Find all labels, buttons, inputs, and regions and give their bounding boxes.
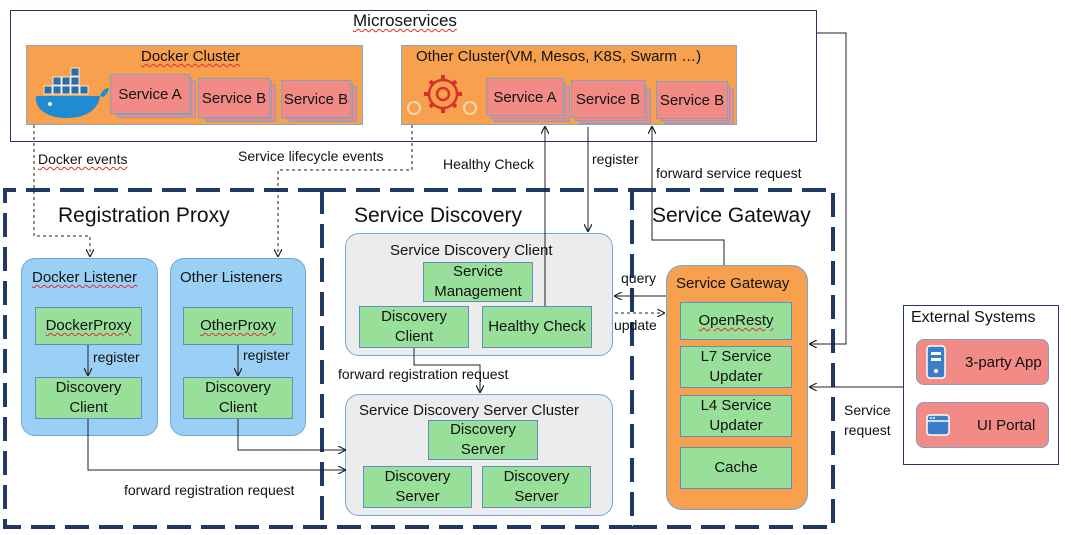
- update-label: update: [614, 317, 657, 333]
- service-management-box: Service Management: [423, 262, 533, 302]
- microservices-title: Microservices: [353, 11, 457, 30]
- service-gateway-inner-title: Service Gateway: [676, 275, 790, 292]
- register-label: register: [592, 151, 639, 167]
- other-listeners-title: Other Listeners: [180, 269, 283, 286]
- docker-events-arrow: [33, 125, 90, 256]
- query-label: query: [621, 270, 657, 286]
- service-lifecycle-events-label: Service lifecycle events: [238, 148, 384, 164]
- other-cluster-title: Other Cluster(VM, Mesos, K8S, Swarm …): [416, 48, 702, 65]
- other-proxy-box: OtherProxy: [183, 307, 293, 345]
- other-service-b-1-label: Service B: [571, 80, 645, 118]
- docker-discovery-client-box: Discovery Client: [35, 377, 142, 419]
- sd-healthy-check-box: Healthy Check: [482, 306, 592, 348]
- forward-service-request-label: forward service request: [656, 165, 802, 181]
- openresty-box: OpenResty: [680, 302, 792, 340]
- gear-icon: [407, 75, 477, 115]
- sd-discovery-client-box: Discovery Client: [359, 306, 469, 348]
- forward-service-request-arrow: [652, 127, 725, 265]
- docker-events-label: Docker events: [38, 151, 128, 167]
- service-gateway-title: Service Gateway: [652, 204, 811, 227]
- app-server-icon: [926, 345, 946, 379]
- l4-updater-box: L4 Service Updater: [680, 395, 792, 437]
- third-party-app-label: 3-party App: [965, 353, 1042, 371]
- cache-box: Cache: [680, 447, 792, 489]
- docker-register-label: register: [93, 349, 140, 365]
- service-discovery-title: Service Discovery: [354, 204, 523, 227]
- service-request-label: Service request: [844, 402, 891, 438]
- other-register-label: register: [243, 347, 290, 363]
- docker-service-a-label: Service A: [110, 74, 190, 114]
- service-discovery-client-title: Service Discovery Client: [390, 242, 553, 259]
- discovery-server-top: Discovery Server: [428, 420, 538, 460]
- l7-updater-box: L7 Service Updater: [680, 346, 792, 388]
- ui-portal-label: UI Portal: [977, 416, 1036, 434]
- discovery-server-right: Discovery Server: [482, 466, 591, 508]
- other-service-a-label: Service A: [486, 78, 564, 116]
- docker-listener-title: Docker Listener: [32, 269, 138, 286]
- docker-whale-icon: [35, 67, 109, 119]
- other-service-b-2-label: Service B: [656, 81, 728, 119]
- external-systems-title: External Systems: [911, 309, 1036, 326]
- forward-registration-request-label-2: forward registration request: [124, 482, 295, 498]
- healthy-check-label: Healthy Check: [443, 156, 535, 172]
- docker-service-b-2-label: Service B: [281, 80, 351, 118]
- docker-cluster-title: Docker Cluster: [141, 48, 241, 65]
- browser-window-icon: [926, 414, 950, 436]
- server-cluster-title: Service Discovery Server Cluster: [359, 402, 580, 419]
- docker-service-b-1-label: Service B: [198, 78, 270, 118]
- ui-portal: UI Portal: [916, 402, 1049, 448]
- third-party-app: 3-party App: [916, 339, 1049, 385]
- docker-proxy-box: DockerProxy: [35, 307, 142, 345]
- registration-proxy-title: Registration Proxy: [58, 204, 230, 227]
- discovery-server-left: Discovery Server: [363, 466, 472, 508]
- other-discovery-client-box: Discovery Client: [183, 377, 293, 419]
- forward-registration-request-label-1: forward registration request: [338, 366, 509, 382]
